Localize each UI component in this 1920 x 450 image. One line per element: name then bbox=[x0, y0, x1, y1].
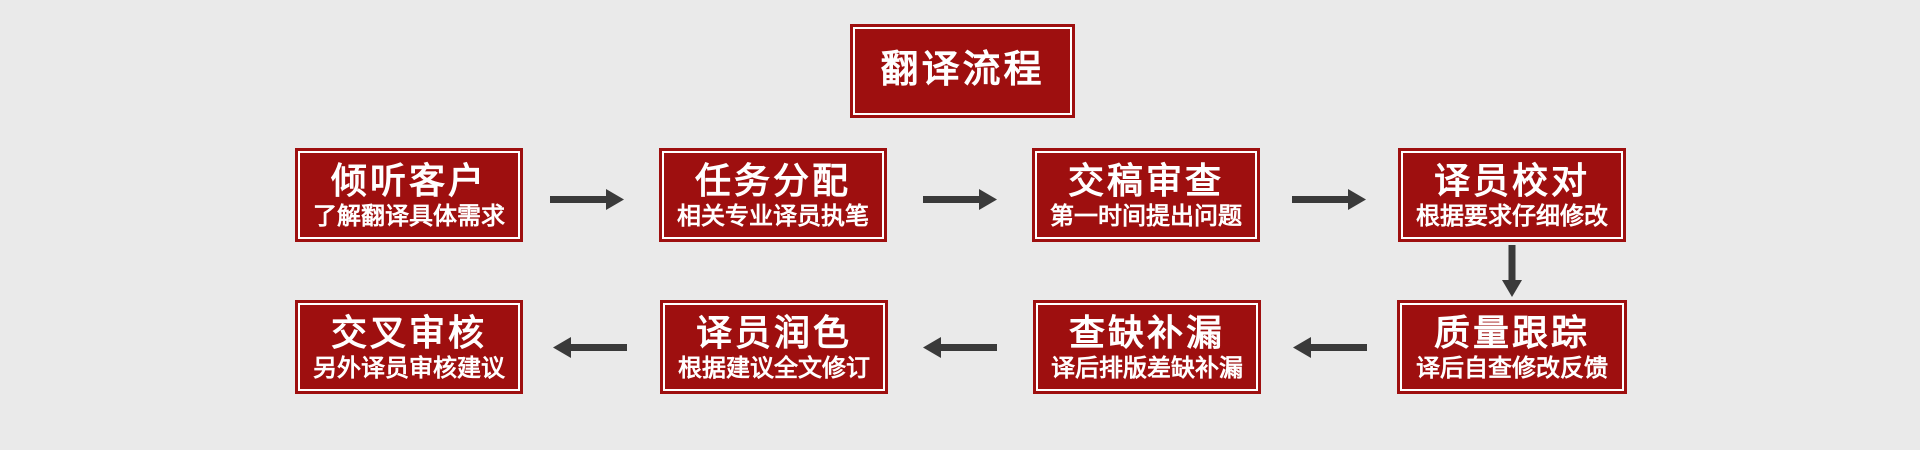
flowchart-title-box: 翻译流程 bbox=[850, 24, 1075, 118]
step-subtitle: 第一时间提出问题 bbox=[1050, 203, 1242, 230]
step-quality-tracking: 质量跟踪 译后自查修改反馈 bbox=[1397, 300, 1627, 394]
step-subtitle: 根据建议全文修订 bbox=[678, 355, 870, 382]
step-title: 质量跟踪 bbox=[1433, 311, 1590, 353]
step-translator-polishing: 译员润色 根据建议全文修订 bbox=[660, 300, 888, 394]
step-subtitle: 了解翻译具体需求 bbox=[313, 203, 505, 230]
step-translator-proofreading: 译员校对 根据要求仔细修改 bbox=[1398, 148, 1626, 242]
arrow-left-icon bbox=[553, 337, 627, 358]
arrow-right-icon bbox=[1292, 189, 1366, 210]
step-cross-review: 交叉审核 另外译员审核建议 bbox=[295, 300, 523, 394]
step-subtitle: 译后自查修改反馈 bbox=[1416, 355, 1608, 382]
step-title: 交稿审查 bbox=[1067, 159, 1224, 201]
flowchart-title: 翻译流程 bbox=[880, 49, 1045, 92]
arrow-left-icon bbox=[1293, 337, 1367, 358]
step-subtitle: 译后排版差缺补漏 bbox=[1051, 355, 1243, 382]
step-title: 译员润色 bbox=[695, 311, 852, 353]
arrow-right-icon bbox=[550, 189, 624, 210]
arrow-down-icon bbox=[1502, 245, 1522, 297]
step-subtitle: 相关专业译员执笔 bbox=[677, 203, 869, 230]
step-gap-check: 查缺补漏 译后排版差缺补漏 bbox=[1033, 300, 1261, 394]
step-title: 倾听客户 bbox=[330, 159, 487, 201]
step-title: 任务分配 bbox=[694, 159, 851, 201]
step-title: 译员校对 bbox=[1433, 159, 1590, 201]
step-listen-to-client: 倾听客户 了解翻译具体需求 bbox=[295, 148, 523, 242]
step-subtitle: 根据要求仔细修改 bbox=[1416, 203, 1608, 230]
step-task-assignment: 任务分配 相关专业译员执笔 bbox=[659, 148, 887, 242]
step-title: 查缺补漏 bbox=[1068, 311, 1225, 353]
step-title: 交叉审核 bbox=[330, 311, 487, 353]
step-subtitle: 另外译员审核建议 bbox=[313, 355, 505, 382]
arrow-right-icon bbox=[923, 189, 997, 210]
step-submission-review: 交稿审查 第一时间提出问题 bbox=[1032, 148, 1260, 242]
arrow-left-icon bbox=[923, 337, 997, 358]
